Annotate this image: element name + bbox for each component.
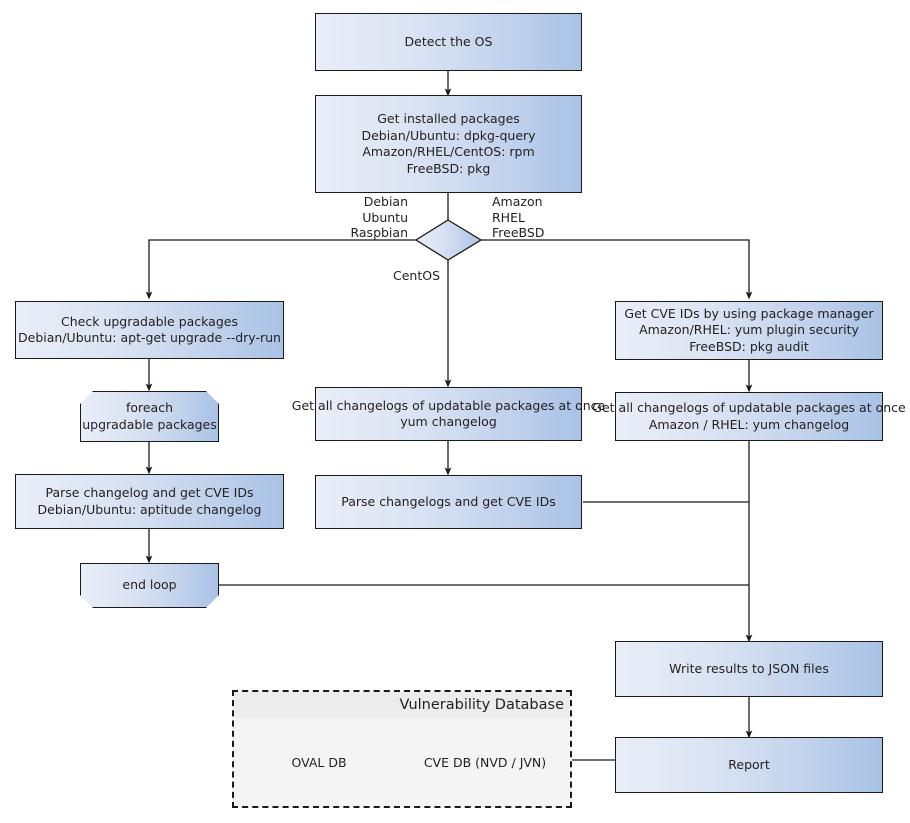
node-get-changelogs-center[interactable]: Get all changelogs of updatable packages… [292,387,605,441]
edge-label-right-branch: Amazon RHEL FreeBSD [492,194,632,241]
line-1: Parse changelog and get CVE IDs [45,485,254,500]
cve-db-store[interactable]: CVE DB (NVD / JVN) [415,727,555,795]
node-parse-changelog-left[interactable]: Parse changelog and get CVE IDs Debian/U… [15,474,284,529]
node-check-upgradable-packages[interactable]: Check upgradable packages Debian/Ubuntu:… [15,301,284,359]
edge-label-right-line-1: Amazon [492,194,543,209]
node-get-changelogs-right[interactable]: Get all changelogs of updatable packages… [592,392,906,441]
line-2: Amazon/RHEL: yum plugin security [639,322,859,338]
edge-label-left-branch: Debian Ubuntu Raspbian [268,194,408,241]
line-1: foreach [125,400,174,415]
node-get-cve-ids-package-manager[interactable]: Get CVE IDs by using package manager Ama… [615,301,883,360]
oval-db-label: OVAL DB [291,755,347,770]
line-2: Debian/Ubuntu: aptitude changelog [37,501,262,517]
node-report[interactable]: Report [615,737,883,793]
node-end-loop[interactable]: end loop [80,563,219,608]
loop-end-label: end loop [122,577,176,594]
line-3: Amazon/RHEL/CentOS: rpm [362,144,535,159]
line-2: Debian/Ubuntu: apt-get upgrade --dry-run [18,330,281,345]
edge-label-right-line-2: RHEL [492,209,525,225]
line-1: Get all changelogs of updatable packages… [592,400,906,415]
edge-label-left-line-1: Debian [363,194,408,209]
loop-start-label: foreach upgradable packages [82,400,217,433]
vulnerability-database-group: Vulnerability Database [232,690,572,808]
os-decision-diamond [414,219,483,261]
edge-label-right-line-3: FreeBSD [492,225,545,240]
line-1: Get CVE IDs by using package manager [624,305,874,321]
loop-end-shape [80,563,219,608]
oval-db-store[interactable]: OVAL DB [251,727,387,795]
line-1: Get all changelogs of updatable packages… [291,397,606,413]
edge-label-center-branch: CentOS [318,268,440,284]
node-foreach-upgradable-packages[interactable]: foreach upgradable packages [80,391,219,442]
write-json-label: Write results to JSON files [669,660,829,676]
node-write-results-json[interactable]: Write results to JSON files [615,641,883,697]
line-3: FreeBSD: pkg audit [689,338,809,354]
loop-start-shape [80,391,219,442]
line-1: Get installed packages [377,111,520,126]
report-label: Report [728,756,770,772]
edge-label-left-line-3: Raspbian [350,225,408,240]
node-parse-changelogs-center[interactable]: Parse changelogs and get CVE IDs [315,475,582,529]
edge-label-center-line-1: CentOS [392,268,440,283]
cve-db-label: CVE DB (NVD / JVN) [423,755,547,770]
line-2: yum changelog [400,414,497,429]
line-2: Amazon / RHEL: yum changelog [648,416,850,432]
line-2: Debian/Ubuntu: dpkg-query [361,127,536,143]
line-4: FreeBSD: pkg [406,160,491,176]
end-loop-text: end loop [122,577,177,593]
edge-label-left-line-2: Ubuntu [362,209,408,225]
node-get-installed-packages[interactable]: Get installed packages Debian/Ubuntu: dp… [315,95,582,193]
parse-changelogs-center-label: Parse changelogs and get CVE IDs [341,493,556,509]
line-1: Check upgradable packages [61,313,238,329]
node-detect-os-label: Detect the OS [404,33,493,49]
node-detect-os[interactable]: Detect the OS [315,13,582,71]
line-2: upgradable packages [82,416,217,432]
vulnerability-database-title: Vulnerability Database [234,692,570,718]
